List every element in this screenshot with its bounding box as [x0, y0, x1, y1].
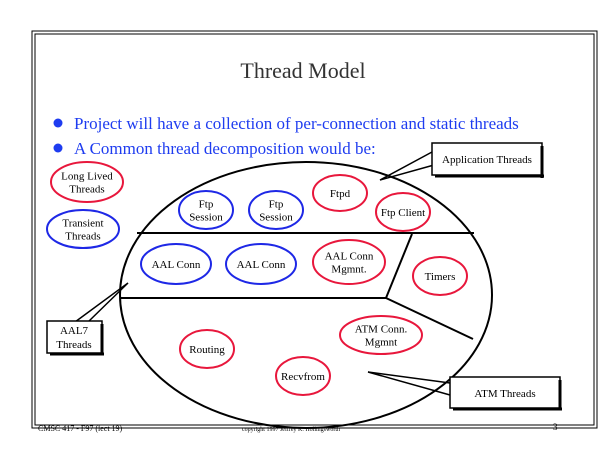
bullet-1: Project will have a collection of per-co…	[74, 114, 519, 133]
ftp-session-thread-label: Ftp	[199, 199, 214, 211]
thread-diagram	[119, 161, 493, 429]
atm-threads-label: ATM Threads	[474, 388, 535, 400]
recvfrom-thread	[275, 356, 331, 396]
transient-threads-legend-label: Transient	[62, 218, 103, 230]
atm-pointer	[367, 371, 451, 396]
aal7-pointer	[74, 282, 129, 323]
ftp-session-thread-label: Session	[189, 212, 223, 224]
ftp-client-thread-label: Ftp Client	[381, 207, 425, 219]
atm-conn-mgmnt-thread-label: Mgmnt	[365, 337, 397, 349]
routing-thread	[179, 329, 235, 369]
aal-conn-thread-label: AAL Conn	[237, 259, 286, 271]
transient-threads-legend-label: Threads	[65, 231, 100, 243]
atm-divider	[385, 297, 474, 340]
ftpd-thread	[312, 174, 368, 212]
transient-threads-legend	[46, 209, 120, 249]
aal7-label: AAL7	[60, 325, 89, 337]
bullet-icon	[53, 118, 63, 128]
ftp-session-thread	[248, 190, 304, 230]
aal7-threads-label: Threads	[56, 339, 91, 351]
application-pointer	[379, 151, 435, 181]
aal-conn-mgmnt-thread-label: Mgmnt.	[331, 264, 366, 276]
aal-conn-thread	[225, 243, 297, 285]
long-lived-threads-legend-label: Threads	[69, 184, 104, 196]
page-number: 3	[553, 422, 558, 432]
long-lived-threads-legend-label: Long Lived	[61, 171, 113, 183]
routing-thread-label: Routing	[189, 344, 225, 356]
atm-conn-mgmnt-thread	[339, 315, 423, 355]
application-threads-label: Application Threads	[442, 154, 532, 166]
long-lived-threads-legend	[50, 161, 124, 203]
ftp-session-thread-label: Ftp	[269, 199, 284, 211]
aal-conn-mgmnt-thread-label: AAL Conn	[325, 251, 374, 263]
ftp-session-thread-label: Session	[259, 212, 293, 224]
recvfrom-thread-label: Recvfrom	[281, 371, 325, 383]
aal-conn-thread-label: AAL Conn	[152, 259, 201, 271]
ftp-session-thread	[178, 190, 234, 230]
slide-frame-inner	[34, 33, 595, 426]
footer-course: CMSC 417 - F97 (lect 19)	[38, 424, 123, 433]
timers-thread	[412, 256, 468, 296]
slide-title: Thread Model	[240, 58, 365, 83]
ftp-client-thread	[375, 192, 431, 232]
ftpd-thread-label: Ftpd	[330, 188, 351, 200]
aal-conn-thread	[140, 243, 212, 285]
timers-divider	[385, 233, 413, 299]
timers-thread-label: Timers	[425, 271, 456, 283]
footer-copyright: copyright 1997 Jeffrey K. Hollingsworth	[242, 426, 340, 433]
bullet-2: A Common thread decomposition would be:	[74, 139, 376, 158]
process-ellipse	[119, 161, 493, 429]
aal-conn-mgmnt-thread	[312, 239, 386, 285]
bullet-icon	[53, 143, 63, 153]
aal7-threads-callout	[46, 320, 103, 354]
atm-conn-mgmnt-thread-label: ATM Conn.	[355, 324, 408, 336]
